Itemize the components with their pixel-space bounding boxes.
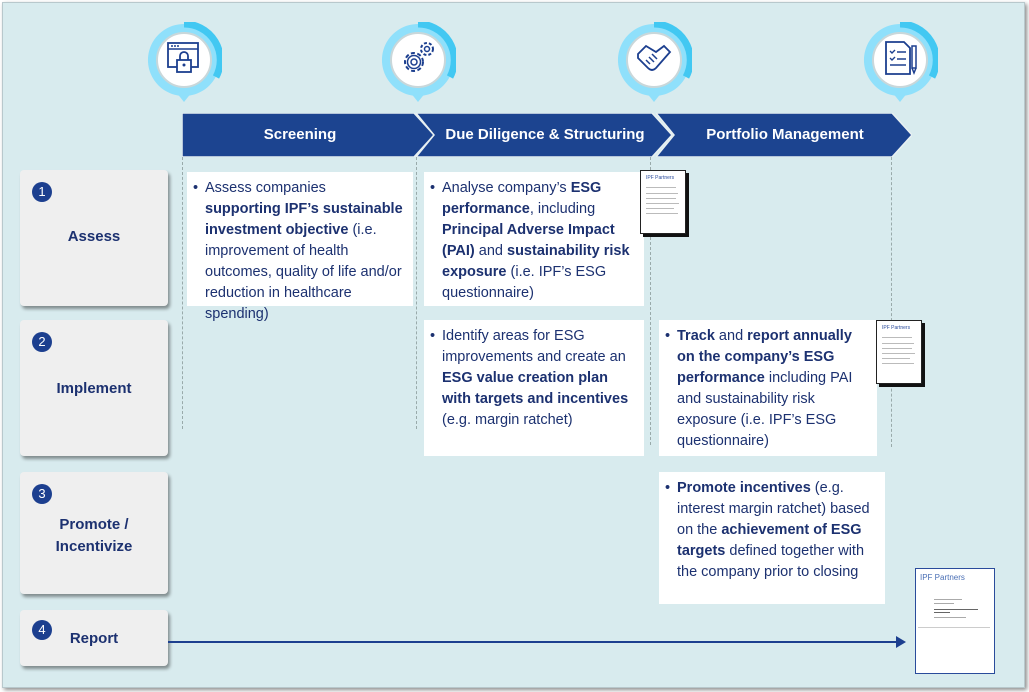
document-brand: IPF Partners [882,325,911,331]
gears-icon [404,42,434,72]
body-text: defined together with the company prior … [677,543,865,580]
chevron-shape [656,113,912,157]
row-number-badge: 1 [32,182,52,202]
document-brand: IPF Partners [920,573,965,582]
bullet: • [665,480,671,496]
card-text: Assess companies supporting IPF’s sustai… [205,180,403,322]
card-promote-pm: • Promote incentives (e.g. interest marg… [659,472,885,604]
phase-due-diligence: Due Diligence & Structuring [416,113,672,157]
body-text: (i.e. IPF’s ESG questionnaire) [442,264,607,301]
row-promote: 3 Promote / Incentivize [20,472,168,594]
body-text: (i.e. improvement of health outcomes, qu… [205,222,402,322]
row-number-badge: 2 [32,332,52,352]
bullet: • [430,180,436,196]
body-text: and [714,328,748,344]
report-arrow-head [896,636,906,648]
row-number-badge: 3 [32,484,52,504]
document-brand: IPF Partners [646,175,675,181]
phase-pin-portfolio [616,22,692,106]
emphasis-text: ESG performance [442,180,602,217]
document-thumbnail: IPF Partners [640,170,686,234]
card-text: Promote incentives (e.g. interest margin… [677,480,870,580]
row-label: Report [69,630,119,647]
divider [182,157,183,429]
emphasis-text: supporting IPF’s sustainable investment … [205,201,403,238]
card-assess-dd: • Analyse company’s ESG performance, inc… [424,172,644,306]
row-label: Assess [67,228,121,245]
divider [891,157,892,447]
pin-shape [381,22,456,102]
chevron-shape [182,113,434,157]
bullet: • [665,328,671,344]
emphasis-text: sustainability risk exposure [442,243,630,280]
bullet: • [193,180,199,196]
phase-pin-due-diligence [380,22,456,106]
divider [416,157,417,429]
divider [650,157,651,445]
bullet: • [430,328,436,344]
chevron-shape [416,113,672,157]
row-assess: 1 Assess [20,170,168,306]
emphasis-text: Promote incentives [677,480,811,496]
report-document: IPF Partners [915,568,995,674]
body-text: including PAI and sustainability risk ex… [677,370,853,449]
body-text: Identify areas for ESG improvements and … [442,328,626,365]
row-implement: 2 Implement [20,320,168,456]
emphasis-text: Principal Adverse Impact (PAI) [442,222,615,259]
phase-portfolio: Portfolio Management [656,113,912,157]
card-implement-pm: • Track and report annually on the compa… [659,320,877,456]
phase-label: Portfolio Management [706,126,864,143]
card-implement-dd: • Identify areas for ESG improvements an… [424,320,644,456]
body-text: (e.g. interest margin ratchet) based on … [677,480,870,538]
document-thumbnail: IPF Partners [876,320,922,384]
body-text: Analyse company’s [442,180,571,196]
phase-label: Due Diligence & Structuring [445,126,645,143]
card-text: Identify areas for ESG improvements and … [442,328,628,428]
phase-pin-report [862,22,938,106]
body-text: , including [529,201,596,217]
handshake-icon [637,44,672,71]
row-number-badge: 4 [32,620,52,640]
phase-screening: Screening [182,113,434,157]
card-text: Analyse company’s ESG performance, inclu… [442,180,630,301]
card-assess-screening: • Assess companies supporting IPF’s sust… [187,172,413,322]
report-arrow-line [168,641,898,643]
browser-lock-icon [167,42,199,73]
row-label: Promote / Incentivize [55,516,133,555]
card-text: Track and report annually on the company… [677,328,852,449]
emphasis-text: ESG value creation plan with targets and… [442,370,629,407]
phase-label: Screening [263,126,337,143]
body-text: (e.g. margin ratchet) [442,412,573,428]
phase-pin-screening [146,22,222,106]
row-label: Implement [56,380,132,397]
checklist-document-icon [885,41,917,76]
body-text: and [474,243,508,259]
body-text: Assess companies [205,180,326,196]
pin-shape [617,22,692,102]
emphasis-text: achievement of ESG targets [677,522,862,559]
row-report: 4 Report [20,610,168,666]
emphasis-text: Track [677,328,715,344]
emphasis-text: report annually on the company’s ESG per… [677,328,852,386]
